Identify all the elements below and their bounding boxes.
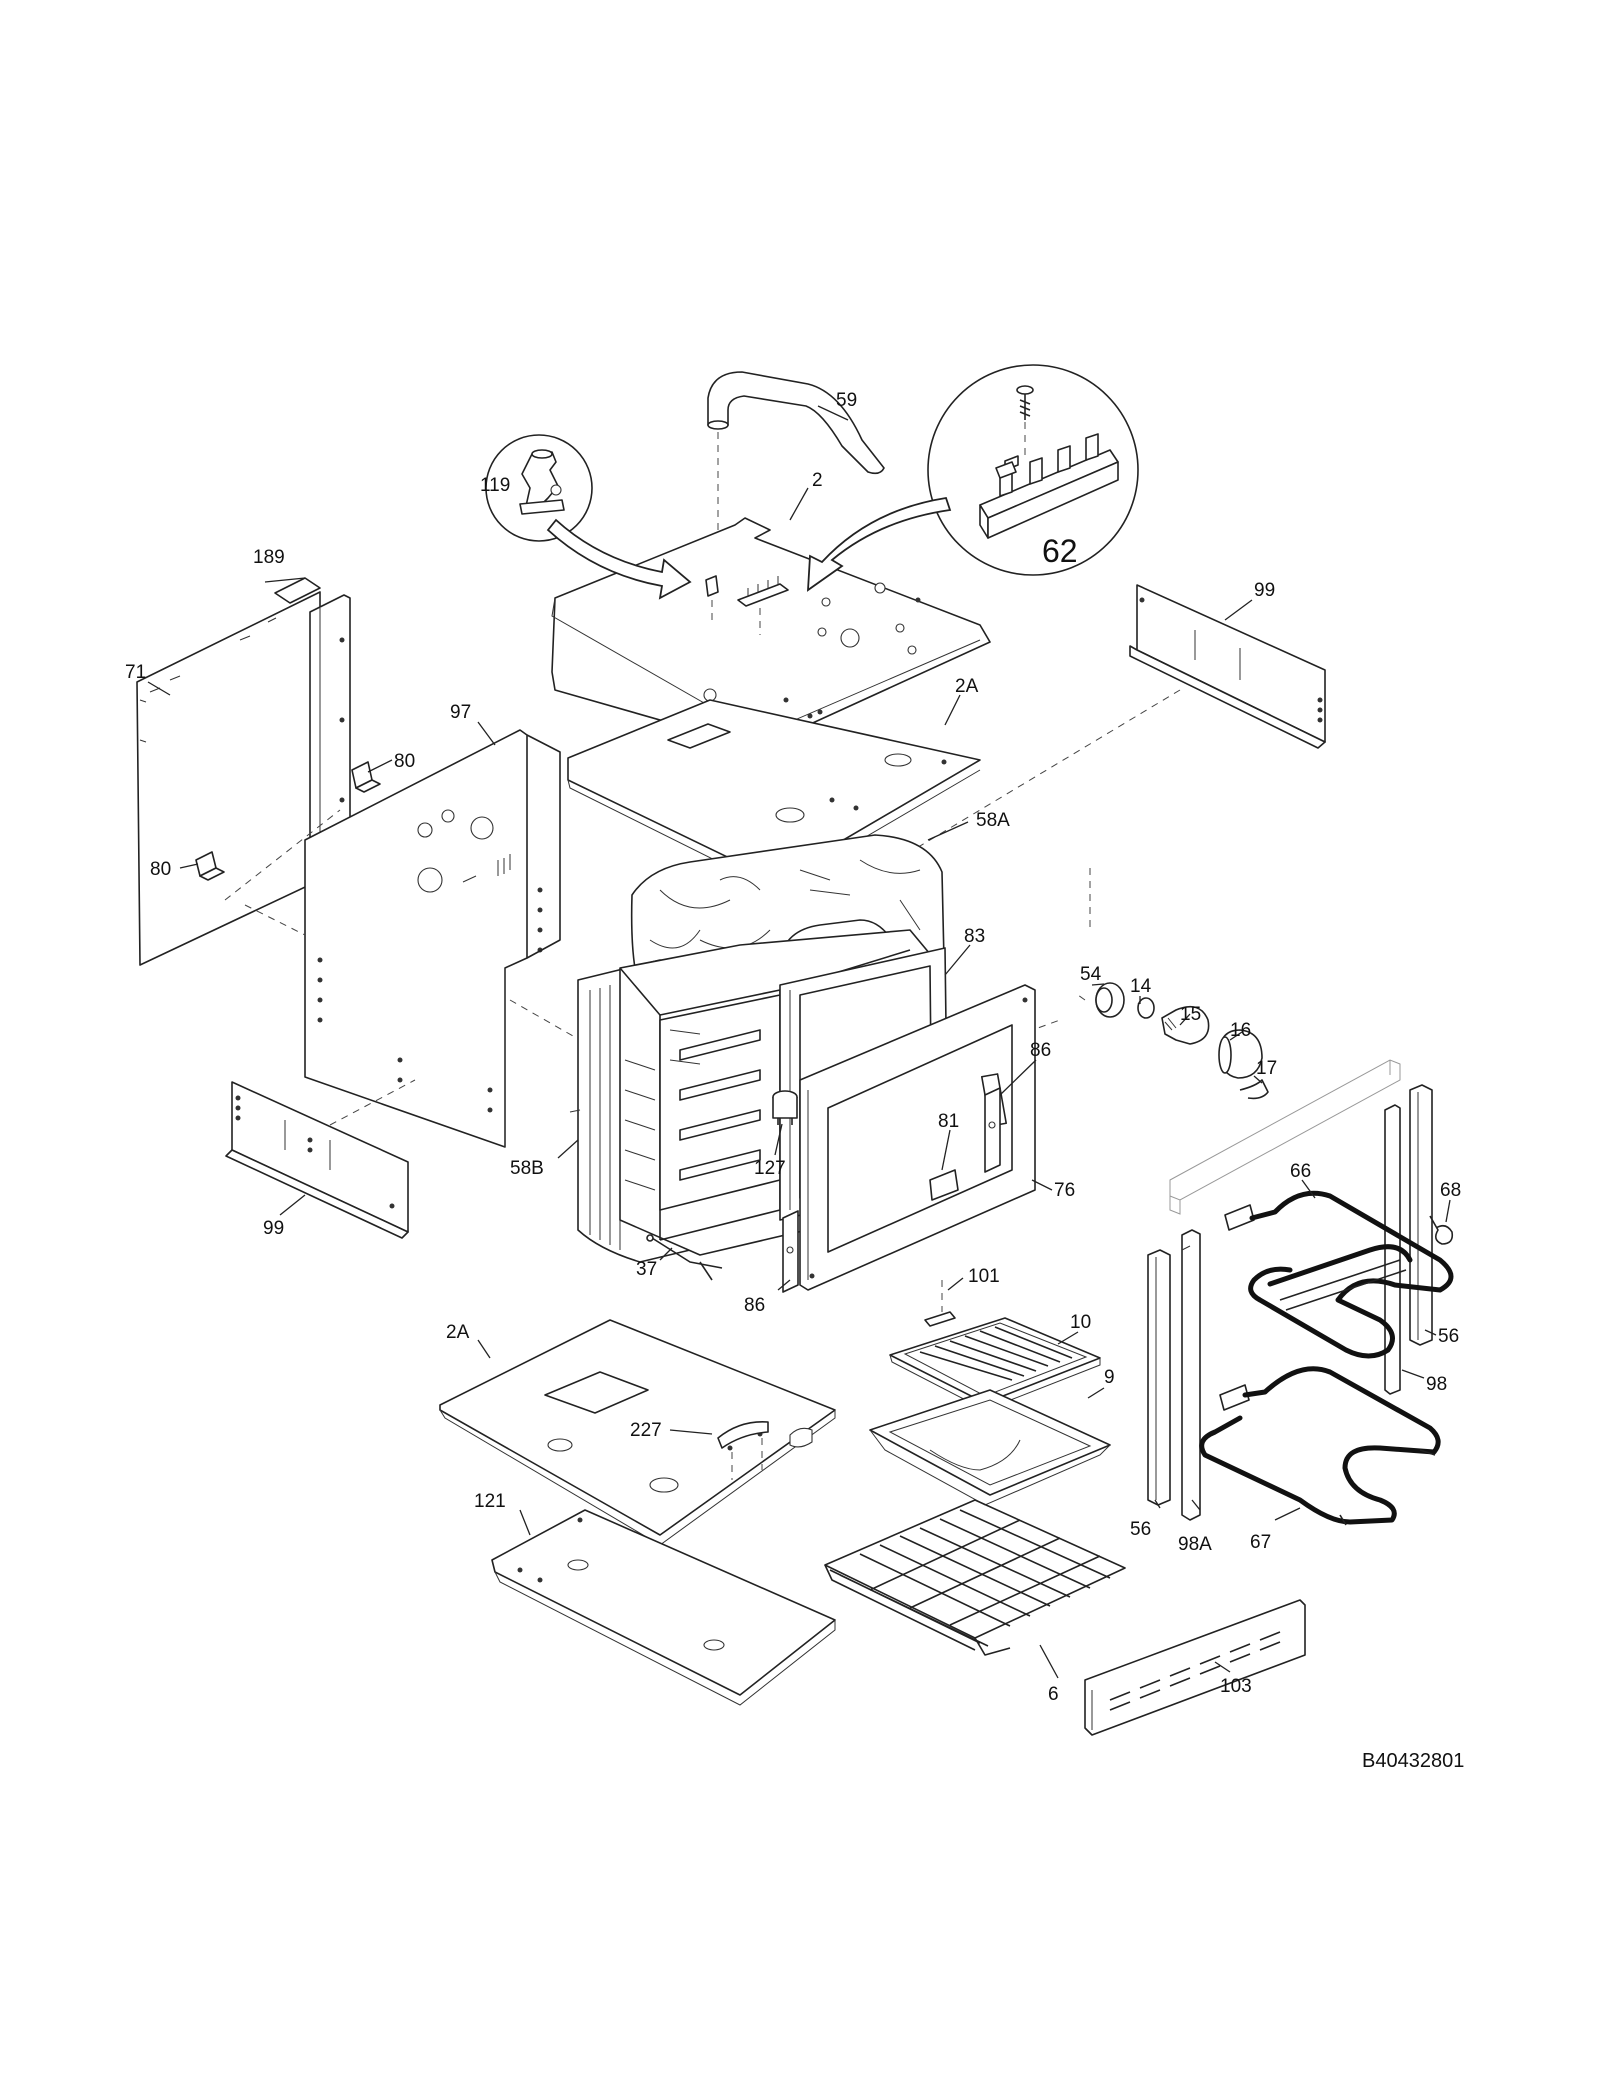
label-83: 83 (964, 926, 985, 947)
label-58A: 58A (976, 810, 1010, 831)
label-98A: 98A (1178, 1534, 1212, 1555)
label-10: 10 (1070, 1312, 1091, 1333)
part-2A-bottom-panel (439, 1319, 836, 1546)
part-103-kick-panel (1084, 1599, 1306, 1736)
part-9-broil-pan (869, 1389, 1111, 1506)
label-15: 15 (1180, 1004, 1201, 1025)
part-127-component (772, 1090, 798, 1125)
drawing-number: B40432801 (1362, 1750, 1464, 1772)
part-98A-channel (1181, 1229, 1201, 1521)
label-99-top: 99 (1254, 580, 1275, 601)
label-67: 67 (1250, 1532, 1271, 1553)
label-56-right: 56 (1438, 1326, 1459, 1347)
label-97: 97 (450, 702, 471, 723)
label-76: 76 (1054, 1180, 1075, 1201)
part-86-hinge-right (984, 1087, 1001, 1173)
label-227: 227 (630, 1420, 662, 1441)
label-9: 9 (1104, 1367, 1115, 1388)
label-68: 68 (1440, 1180, 1461, 1201)
part-37-sensor (646, 1234, 723, 1281)
part-68-clip (1429, 1215, 1454, 1245)
leader-lines (147, 405, 1451, 1679)
label-16: 16 (1230, 1020, 1251, 1041)
part-2A-top-panel (567, 699, 981, 891)
label-80-upper: 80 (394, 751, 415, 772)
part-16-lens-cover (1218, 1029, 1263, 1079)
part-6-oven-rack (824, 1499, 1126, 1656)
label-54: 54 (1080, 964, 1102, 985)
label-2A-top: 2A (955, 676, 979, 697)
label-14: 14 (1130, 976, 1152, 997)
label-56-left: 56 (1130, 1519, 1151, 1540)
guide-line (244, 904, 306, 936)
label-2A-bottom: 2A (446, 1322, 470, 1343)
label-6: 6 (1048, 1684, 1059, 1705)
label-98: 98 (1426, 1374, 1447, 1395)
part-97-rear-panel (304, 729, 561, 1148)
label-37: 37 (636, 1259, 657, 1280)
label-189: 189 (253, 547, 285, 568)
part-66-broil-element (1224, 1190, 1454, 1359)
part-15-bulb (1161, 1005, 1210, 1045)
label-121: 121 (474, 1491, 506, 1512)
label-86-right: 86 (1030, 1040, 1051, 1061)
guide-line (329, 1079, 416, 1126)
part-81-bracket (929, 1169, 959, 1201)
part-99-top-bracket (1129, 584, 1326, 749)
label-59: 59 (836, 390, 857, 411)
label-17: 17 (1256, 1058, 1277, 1079)
part-rear-frame (1169, 1059, 1401, 1215)
arrow-62-to-panel (806, 496, 952, 592)
label-58B: 58B (510, 1158, 544, 1179)
guide-line (1077, 994, 1086, 1001)
part-121-bottom-panel (491, 1509, 836, 1706)
part-67-bake-element (1199, 1366, 1441, 1526)
part-17-wire-clip (1239, 1079, 1269, 1100)
label-127: 127 (754, 1158, 786, 1179)
part-56-channel-left (1147, 1249, 1171, 1506)
label-81: 81 (938, 1111, 959, 1132)
label-71: 71 (125, 662, 146, 683)
guide-line (509, 999, 581, 1041)
label-119: 119 (480, 475, 510, 496)
arrow-119-to-panel (546, 518, 692, 600)
part-101-clip (924, 1280, 956, 1327)
part-80-bracket-lower (195, 851, 225, 881)
part-71-side-panel (136, 591, 321, 966)
callout-labels: 59 2 119 62 189 99 71 97 2A 80 58A 80 83… (125, 390, 1461, 1705)
part-62-detail (927, 364, 1139, 576)
label-103: 103 (1220, 1676, 1252, 1697)
part-99-bottom-bracket (225, 1081, 409, 1239)
label-66: 66 (1290, 1161, 1311, 1182)
part-80-bracket-upper (351, 761, 381, 793)
part-227-shield (717, 1421, 769, 1480)
part-86-hinge-left (782, 1210, 799, 1293)
label-101: 101 (968, 1266, 1000, 1287)
label-86-left: 86 (744, 1295, 765, 1316)
label-80-lower: 80 (150, 859, 171, 880)
part-56-channel-right (1409, 1084, 1433, 1346)
guide-line (224, 809, 341, 901)
label-2: 2 (812, 470, 823, 491)
label-62: 62 (1042, 533, 1078, 569)
part-14-lamp-base (1137, 997, 1155, 1019)
part-54-light-socket (1095, 982, 1125, 1018)
part-59-vent-tube (707, 371, 885, 565)
label-99-bottom: 99 (263, 1218, 284, 1239)
part-119-detail (485, 434, 593, 542)
